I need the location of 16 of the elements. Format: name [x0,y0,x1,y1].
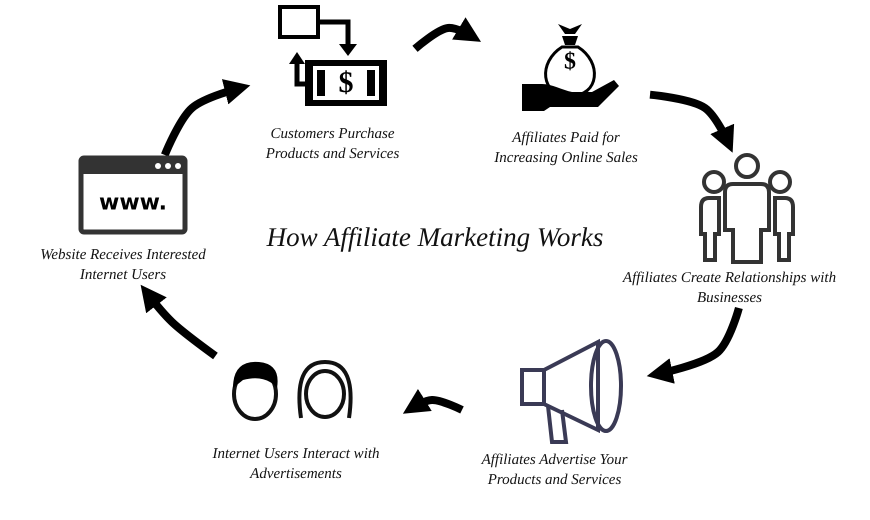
cycle-arrow [140,284,218,360]
cycle-arrow [650,90,734,153]
step-caption: Affiliates Advertise Your Products and Services [480,451,628,490]
cycle-arrow [402,389,464,414]
cycle-arrow [161,79,250,157]
step-caption: Customers Purchase Products and Services [264,125,400,164]
url-text: www. [99,190,167,216]
dollar-sign: $ [564,48,576,76]
diagram-title: How Affiliate Marketing Works [265,222,604,253]
step-caption: Internet Users Interact with Advertisements [211,445,381,484]
step-caption: Affiliates Create Relationships with Businesses [621,269,838,308]
step-caption: Affiliates Paid for Increasing Online Sales [493,129,639,168]
step-caption: Website Receives Interested Internet Users [39,246,207,285]
cycle-arrow [646,306,743,384]
cycle-arrow [412,17,482,52]
dollar-sign: $ [338,66,354,100]
